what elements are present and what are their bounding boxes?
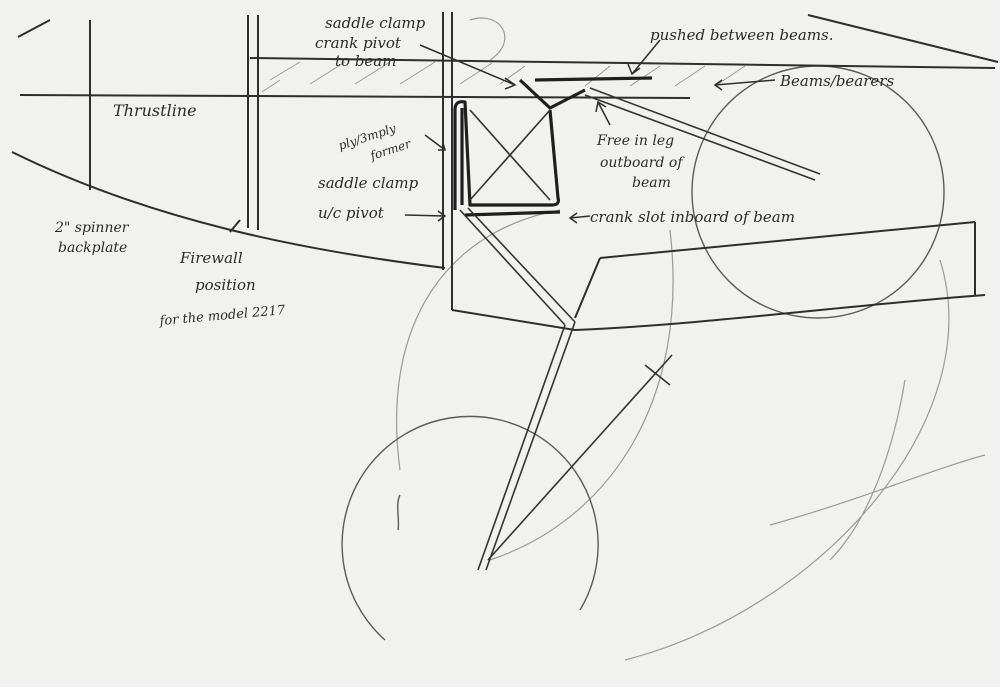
crank-link xyxy=(464,210,561,217)
tick-mark xyxy=(644,364,671,386)
retracted-leg-a xyxy=(584,94,816,181)
arrow-beams-bearers xyxy=(713,79,776,91)
arrow-crank-slot xyxy=(568,212,591,224)
label-saddle-crank-2: crank pivot xyxy=(315,34,402,52)
beam-bar xyxy=(534,76,653,82)
construction-arc-bottom xyxy=(829,379,906,561)
cowl-curve xyxy=(11,151,446,269)
brace-diagonal-b xyxy=(469,109,551,201)
construction-arc-small xyxy=(489,229,674,561)
arrow-free-in-leg xyxy=(595,100,611,126)
extended-wheel-circle xyxy=(341,415,599,641)
wheel-tick xyxy=(396,494,401,531)
top-slash xyxy=(17,19,51,38)
construction-arc-large xyxy=(624,259,950,661)
label-free-in-leg-2: outboard of xyxy=(600,155,685,171)
retracted-wheel-circle xyxy=(691,65,945,319)
construction-arc-right xyxy=(769,454,986,526)
label-free-in-leg-3: beam xyxy=(632,175,671,191)
upper-crank xyxy=(518,78,586,110)
label-saddle-crank-1: saddle clamp xyxy=(325,14,426,32)
label-firewall-2: position xyxy=(195,276,256,294)
label-saddle-uc-1: saddle clamp xyxy=(318,174,419,192)
arrow-pushed-between xyxy=(627,39,661,76)
retracted-leg-b xyxy=(589,87,821,175)
label-beams-bearers: Beams/bearers xyxy=(779,72,894,90)
top-right-long-line xyxy=(807,14,999,63)
thrustline xyxy=(19,94,691,99)
label-firewall-1: Firewall xyxy=(179,249,243,267)
wing-fairing-top xyxy=(599,221,976,259)
label-spinner-2: backplate xyxy=(58,240,127,256)
light-diagonal xyxy=(487,354,673,561)
label-spinner-1: 2" spinner xyxy=(54,220,130,236)
label-saddle-uc-2: u/c pivot xyxy=(318,204,385,222)
label-firewall-3: for the model 2217 xyxy=(158,303,287,329)
label-saddle-crank-3: to beam xyxy=(335,52,396,70)
arrow-ply-former xyxy=(424,134,446,151)
construction-scribble xyxy=(469,17,506,61)
oleo-leg-a xyxy=(459,209,566,326)
label-crank-slot: crank slot inboard of beam xyxy=(590,208,795,226)
firewall-arrow-line xyxy=(229,219,241,233)
label-pushed-between: pushed between beams. xyxy=(650,26,834,44)
oleo-leg-b xyxy=(467,207,576,323)
construction-arc-mid xyxy=(396,209,561,471)
arrow-saddle-crank xyxy=(419,44,517,90)
arrow-uc-pivot xyxy=(404,210,447,222)
label-free-in-leg-1: Free in leg xyxy=(596,133,674,149)
ply-former-frame xyxy=(453,100,560,210)
beam-top-line xyxy=(249,57,996,69)
lower-leg-b xyxy=(485,321,576,571)
label-thrustline: Thrustline xyxy=(113,101,197,120)
lower-leg-a xyxy=(477,324,566,571)
fuselage-bottom xyxy=(451,294,986,332)
wing-fairing-left xyxy=(574,257,601,319)
